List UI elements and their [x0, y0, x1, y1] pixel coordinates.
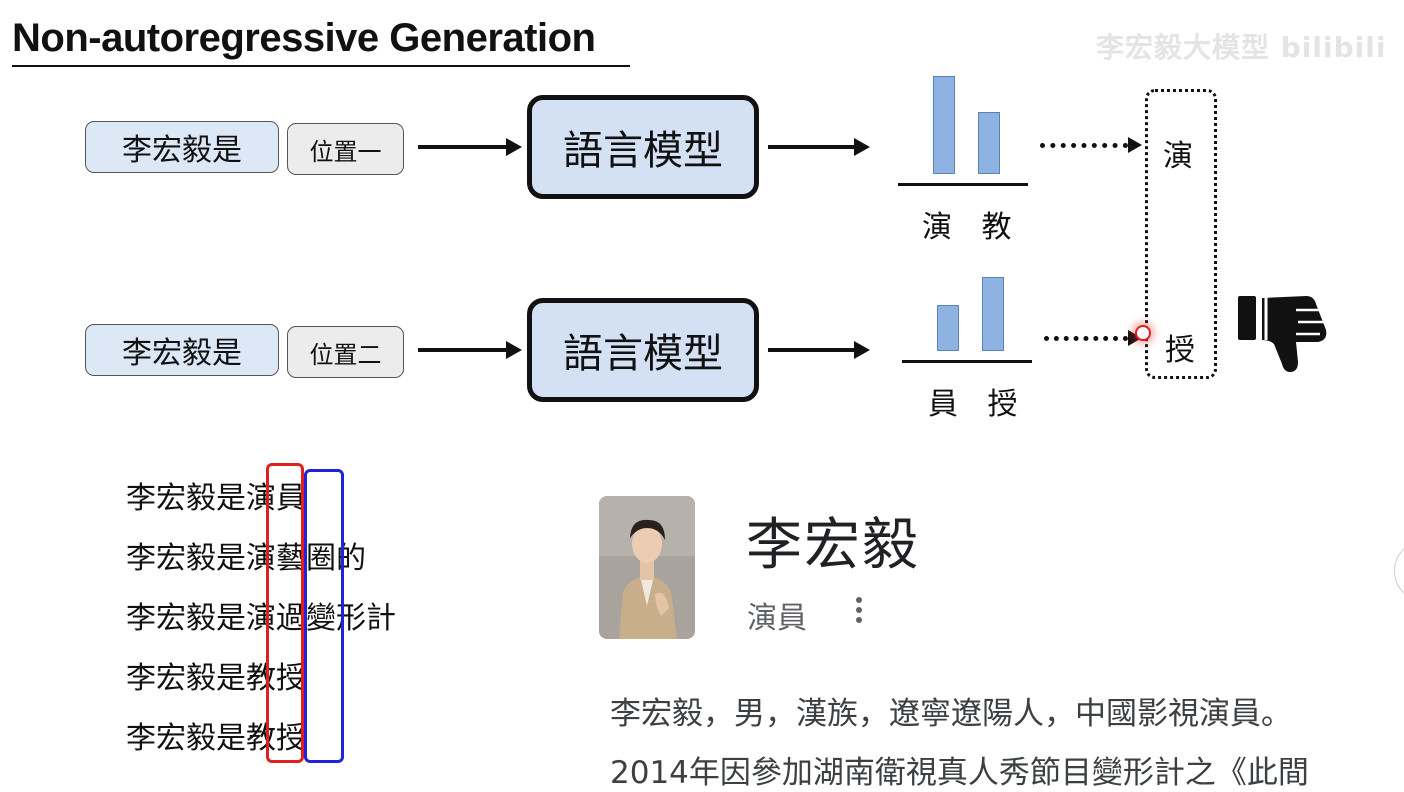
scroll-button[interactable]	[1394, 540, 1404, 602]
bar-labels-1: 演 教	[922, 210, 1022, 245]
arrow-head	[506, 341, 522, 359]
prob-bar	[933, 76, 955, 174]
arrow-line	[418, 348, 508, 352]
arrow-head	[854, 138, 870, 156]
example-line: 李宏毅是演過變形計	[126, 601, 396, 636]
example-line: 李宏毅是演藝圈的	[126, 541, 366, 576]
prob-bar	[982, 277, 1004, 351]
more-options-icon[interactable]	[852, 597, 866, 627]
arrow-line	[768, 145, 856, 149]
title-underline	[12, 65, 630, 67]
entity-description-line: 2014年因參加湖南衛視真人秀節目變形計之《此間	[610, 755, 1309, 791]
arrow-line	[768, 348, 856, 352]
language-model-box-1: 語言模型	[527, 95, 759, 199]
arrow-line	[418, 145, 508, 149]
watermark: 李宏毅大模型 bilibili	[1096, 31, 1387, 64]
output-char-2: 授	[1165, 333, 1195, 368]
prob-bar	[978, 112, 1000, 174]
output-box	[1145, 89, 1217, 379]
second-token-column-highlight	[304, 469, 344, 763]
dotted-arrow-line	[1044, 336, 1128, 341]
thumbs-down-icon	[1236, 292, 1330, 374]
page-title: Non-autoregressive Generation	[12, 16, 596, 60]
bar-axis	[898, 183, 1028, 186]
profile-photo	[599, 496, 695, 639]
arrow-head	[854, 341, 870, 359]
bar-axis	[902, 360, 1032, 363]
prob-bar	[937, 305, 959, 351]
entity-description-line: 李宏毅，男，漢族，遼寧遼陽人，中國影視演員。	[610, 696, 1292, 732]
entity-subtitle: 演員	[747, 601, 807, 636]
example-line: 李宏毅是教授	[126, 661, 306, 696]
bar-labels-2: 員 授	[928, 387, 1028, 422]
arrow-head	[506, 138, 522, 156]
position-box-1: 位置一	[287, 123, 404, 175]
input-prefix-box-2: 李宏毅是	[85, 324, 279, 376]
arrow-head	[1128, 137, 1142, 153]
dotted-arrow-line	[1040, 143, 1128, 148]
input-prefix-box-1: 李宏毅是	[85, 121, 279, 173]
output-char-1: 演	[1163, 139, 1193, 174]
language-model-box-2: 語言模型	[527, 298, 759, 402]
first-token-column-highlight	[266, 463, 304, 763]
position-box-2: 位置二	[287, 326, 404, 378]
entity-name: 李宏毅	[746, 513, 920, 578]
cursor-pointer	[1135, 325, 1151, 341]
